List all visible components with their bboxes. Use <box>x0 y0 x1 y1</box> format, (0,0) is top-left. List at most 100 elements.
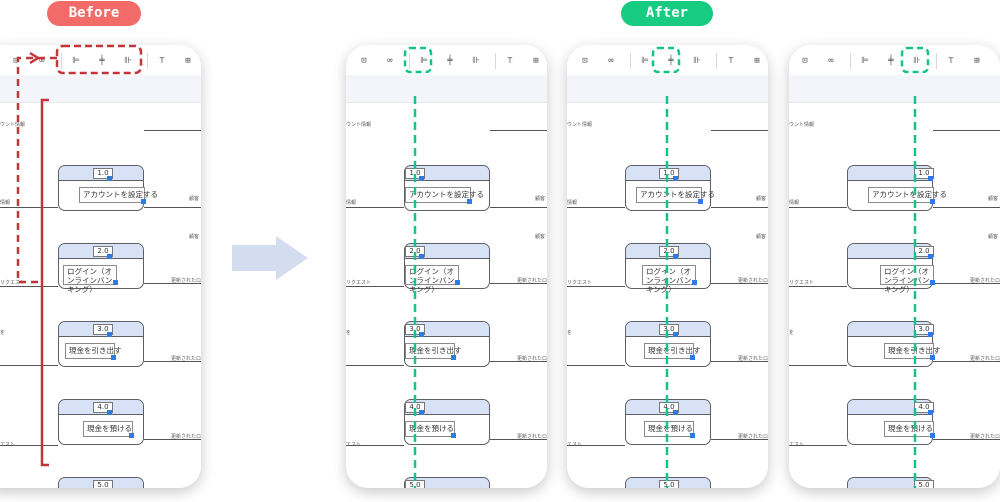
align-top-icon[interactable]: ⊤ <box>728 56 734 66</box>
align-middle-icon[interactable]: ⊞ <box>533 56 539 66</box>
process-node-5[interactable]: 5.0お金を送る <box>58 477 144 488</box>
resize-handle[interactable] <box>930 355 935 360</box>
align-right-icon[interactable]: ⊪ <box>124 56 132 66</box>
resize-handle[interactable] <box>690 355 695 360</box>
node-label[interactable]: アカウントを設定する <box>79 187 158 203</box>
resize-handle[interactable] <box>107 254 112 259</box>
flow-line <box>144 130 201 131</box>
resize-handle[interactable] <box>107 176 112 181</box>
resize-handle[interactable] <box>451 355 456 360</box>
resize-handle[interactable] <box>451 433 456 438</box>
align-left-icon[interactable]: ⊫ <box>420 56 428 66</box>
select-icon[interactable]: ⊡ <box>13 56 19 66</box>
align-left-icon[interactable]: ⊫ <box>861 56 869 66</box>
resize-handle[interactable] <box>928 410 933 415</box>
node-label[interactable]: アカウントを設定する <box>636 187 715 203</box>
select-icon[interactable]: ⊡ <box>361 56 367 66</box>
align-center-icon[interactable]: ╪ <box>447 56 453 66</box>
resize-handle[interactable] <box>673 410 678 415</box>
node-label[interactable]: ログイン（オンラインバンキング） <box>405 265 459 294</box>
node-label[interactable]: 現金を預ける <box>884 421 934 437</box>
resize-handle[interactable] <box>928 176 933 181</box>
align-left-icon[interactable]: ⊫ <box>641 56 649 66</box>
align-center-icon[interactable]: ╪ <box>888 56 894 66</box>
align-right-icon[interactable]: ⊪ <box>472 56 480 66</box>
resize-handle[interactable] <box>419 410 424 415</box>
resize-handle[interactable] <box>673 176 678 181</box>
resize-handle[interactable] <box>419 176 424 181</box>
resize-handle[interactable] <box>692 280 697 285</box>
link-icon[interactable]: ∞ <box>387 56 393 66</box>
link-icon[interactable]: ∞ <box>828 56 834 66</box>
node-label[interactable]: 現金を預ける <box>644 421 694 437</box>
select-icon[interactable]: ⊡ <box>802 56 808 66</box>
node-label[interactable]: ログイン（オンラインバンキング） <box>880 265 934 294</box>
align-top-icon[interactable]: ⊤ <box>948 56 954 66</box>
node-label[interactable]: 現金を引き出す <box>65 343 122 359</box>
resize-handle[interactable] <box>928 254 933 259</box>
node-label[interactable]: アカウントを設定する <box>405 187 484 203</box>
resize-handle[interactable] <box>419 332 424 337</box>
resize-handle[interactable] <box>111 355 116 360</box>
node-label[interactable]: 現金を引き出す <box>884 343 941 359</box>
node-label[interactable]: 現金を引き出す <box>405 343 462 359</box>
align-middle-icon[interactable]: ⊞ <box>185 56 191 66</box>
resize-handle[interactable] <box>141 199 146 204</box>
process-node-5[interactable]: 5.0お金を送る <box>625 477 711 488</box>
align-middle-icon[interactable]: ⊞ <box>974 56 980 66</box>
process-node-5[interactable]: 5.0お金を送る <box>404 477 490 488</box>
resize-handle[interactable] <box>930 433 935 438</box>
align-left-icon[interactable]: ⊫ <box>72 56 80 66</box>
resize-handle[interactable] <box>698 199 703 204</box>
node-label[interactable]: ログイン（オンラインバンキング） <box>63 265 117 294</box>
align-right-icon[interactable]: ⊪ <box>693 56 701 66</box>
link-icon[interactable]: ∞ <box>39 56 45 66</box>
resize-handle[interactable] <box>690 433 695 438</box>
align-right-icon[interactable]: ⊪ <box>913 56 921 66</box>
align-center-icon[interactable]: ╪ <box>668 56 674 66</box>
align-center-icon[interactable]: ╪ <box>99 56 105 66</box>
node-label[interactable]: ログイン（オンラインバンキング） <box>642 265 696 294</box>
node-label[interactable]: 現金を預ける <box>83 421 133 437</box>
resize-handle[interactable] <box>467 199 472 204</box>
flow-line <box>933 130 1000 131</box>
resize-handle[interactable] <box>673 332 678 337</box>
align-top-icon[interactable]: ⊤ <box>507 56 513 66</box>
toolbar-separator <box>936 53 937 69</box>
resize-handle[interactable] <box>113 280 118 285</box>
resize-handle[interactable] <box>673 254 678 259</box>
resize-handle[interactable] <box>107 410 112 415</box>
resize-handle[interactable] <box>930 199 935 204</box>
align-middle-icon[interactable]: ⊞ <box>754 56 760 66</box>
node-label[interactable]: アカウントを設定する <box>868 187 947 203</box>
link-icon[interactable]: ∞ <box>608 56 614 66</box>
toolbar-separator <box>850 53 851 69</box>
resize-handle[interactable] <box>129 433 134 438</box>
resize-handle[interactable] <box>455 280 460 285</box>
node-label[interactable]: 現金を引き出す <box>644 343 701 359</box>
process-node-5[interactable]: 5.0お金を送る <box>847 477 934 488</box>
select-icon[interactable]: ⊡ <box>582 56 588 66</box>
resize-handle[interactable] <box>419 254 424 259</box>
resize-handle[interactable] <box>928 332 933 337</box>
resize-handle[interactable] <box>930 280 935 285</box>
node-label[interactable]: 現金を預ける <box>405 421 455 437</box>
resize-handle[interactable] <box>107 332 112 337</box>
align-top-icon[interactable]: ⊤ <box>159 56 165 66</box>
